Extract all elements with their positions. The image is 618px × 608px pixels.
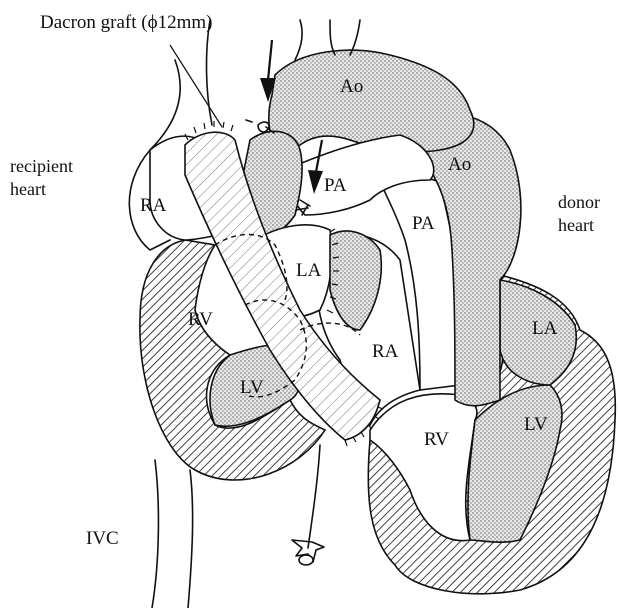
ivc-right-wall <box>188 470 193 608</box>
label-ivc: IVC <box>86 528 119 549</box>
label-recipient-heart: heart <box>10 179 46 199</box>
ligature-cap <box>299 555 313 565</box>
label-donor-rv: RV <box>424 429 449 450</box>
ivc-left-wall <box>152 460 158 608</box>
label-donor-heart: heart <box>558 215 594 235</box>
label-recipient-la: LA <box>296 260 322 281</box>
label-donor-ao: Ao <box>448 154 471 175</box>
label-recipient-lv: LV <box>240 377 264 398</box>
label-recipient-ra: RA <box>140 195 167 216</box>
label-donor-ra: RA <box>372 341 399 362</box>
label-donor-pa: PA <box>412 213 435 234</box>
label-donor-lv: LV <box>524 414 548 435</box>
label-recipient-pa: PA <box>324 175 347 196</box>
label-recipient-ao: Ao <box>340 76 363 97</box>
graft-pointer-line <box>170 45 222 127</box>
label-dacron-graft: Dacron graft (ϕ12mm) <box>40 12 213 33</box>
label-donor-la: LA <box>532 318 558 339</box>
label-recipient: recipient <box>10 156 73 176</box>
label-recipient-rv: RV <box>188 309 213 330</box>
ligature-stem <box>308 445 320 548</box>
label-donor: donor <box>558 192 600 212</box>
